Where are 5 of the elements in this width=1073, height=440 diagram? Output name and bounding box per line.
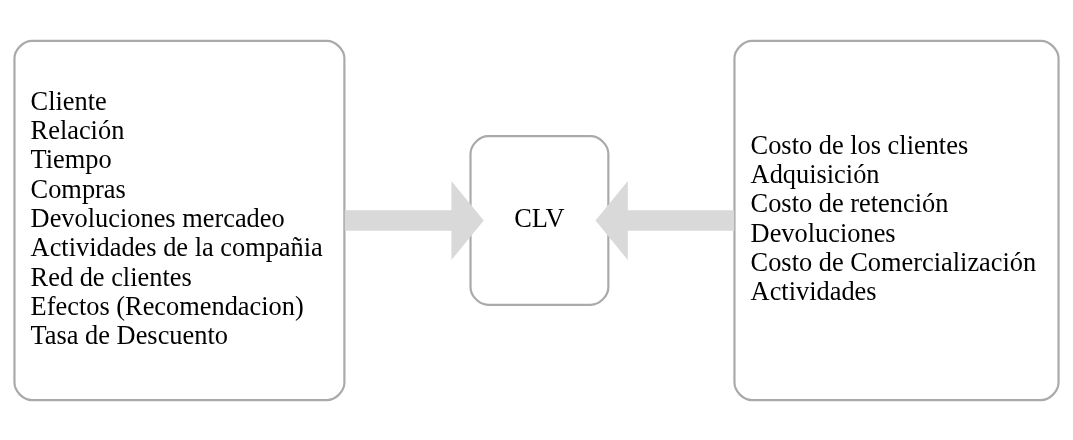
arrow — [595, 180, 735, 260]
node-box: Cliente Relación Tiempo Compras Devoluciones mercadeo Actividades de la compañia Red de clientes Efectos (Recomendacion) Tasa de Descuento — [13, 39, 346, 401]
arrow — [344, 180, 484, 260]
node-box: CLV — [469, 134, 610, 306]
node-box: Costo de los clientes Adquisición Costo de retención Devoluciones Costo de Comercialización Actividades — [733, 39, 1060, 401]
